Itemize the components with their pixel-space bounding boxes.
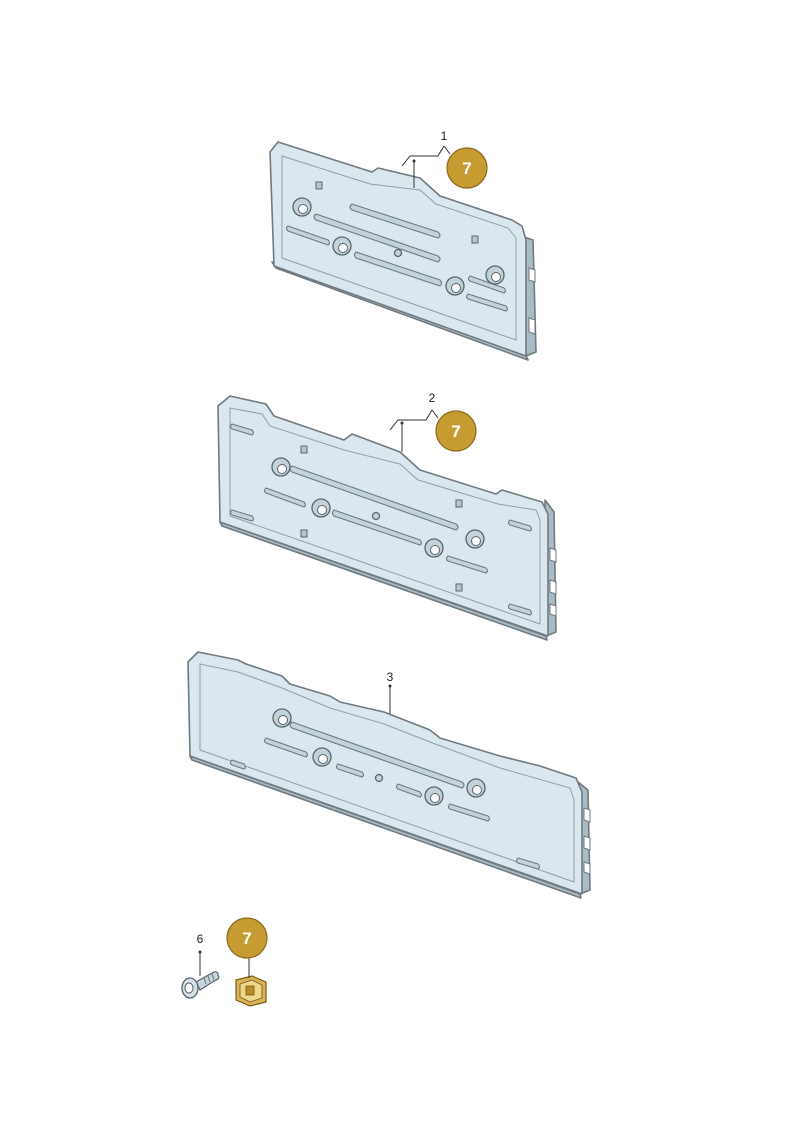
- callout-number-2: 2: [429, 391, 436, 405]
- license-plate-bracket-1[interactable]: [269, 141, 537, 361]
- badge-7-part-1: [446, 147, 488, 189]
- clip-nut-icon[interactable]: [235, 975, 267, 1007]
- screw-icon[interactable]: [181, 971, 220, 999]
- plate-1-hole: [292, 197, 505, 296]
- callout-7-clip: 7: [226, 917, 268, 978]
- license-plate-bracket-3[interactable]: [187, 651, 591, 899]
- plate-3-hole: [272, 708, 486, 806]
- badge-7-part-2: [435, 410, 477, 452]
- license-plate-bracket-2[interactable]: [217, 395, 557, 641]
- callout-number-1: 1: [441, 129, 448, 143]
- badge-label: 7: [242, 929, 251, 948]
- badge-label: 7: [451, 422, 460, 441]
- callout-number-6: 6: [197, 932, 204, 946]
- callout-2: 2 7: [389, 391, 477, 452]
- badge-label: 7: [462, 159, 471, 178]
- badge-7-clip: [226, 917, 268, 959]
- plate-2-face: [217, 395, 549, 637]
- callout-6: 6: [197, 932, 204, 976]
- plate-2-hole: [271, 457, 485, 558]
- plate-3-face: [187, 651, 583, 895]
- callout-3: 3: [387, 670, 394, 714]
- callout-1: 1 7: [401, 129, 488, 189]
- callout-number-3: 3: [387, 670, 394, 684]
